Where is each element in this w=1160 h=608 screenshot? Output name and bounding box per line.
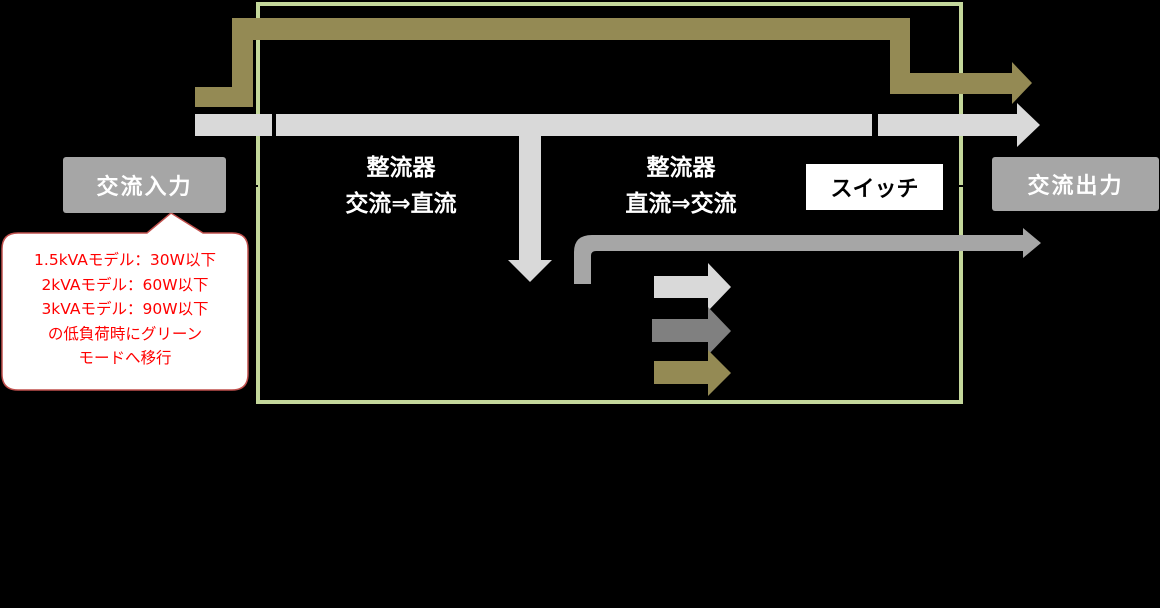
rectifier-label: 整流器 交流⇒直流	[308, 150, 494, 222]
callout-line: 3kVAモデル：90W以下	[41, 300, 209, 318]
main-path-input-segment	[195, 114, 272, 136]
main-path-rectifier-segment	[276, 114, 872, 136]
legend-arrow-battery	[652, 307, 731, 355]
main-path-output-arrow	[878, 103, 1040, 147]
rectifier-title: 整流器	[366, 155, 436, 181]
inverter-label: 整流器 直流⇒交流	[588, 150, 774, 222]
ac-output-label: 交流出力	[1027, 174, 1124, 199]
ac-output-box: 交流出力	[992, 157, 1159, 211]
ac-input-box: 交流入力	[63, 157, 226, 213]
legend-arrow-normal	[654, 263, 731, 311]
callout-line: 1.5kVAモデル：30W以下	[34, 251, 216, 269]
switch-box: スイッチ	[806, 164, 943, 210]
rectifier-subtitle: 交流⇒直流	[345, 191, 457, 217]
inverter-subtitle: 直流⇒交流	[625, 191, 737, 217]
battery-charge-arrow	[508, 136, 552, 282]
battery-discharge-arrow	[574, 228, 1041, 284]
ups-frame	[256, 2, 963, 404]
switch-label: スイッチ	[830, 177, 919, 202]
green-mode-callout: 1.5kVAモデル：30W以下 2kVAモデル：60W以下 3kVAモデル：90…	[0, 248, 250, 371]
callout-line: モードへ移行	[78, 349, 172, 367]
callout-bubble	[1, 212, 249, 391]
callout-line: 2kVAモデル：60W以下	[41, 275, 209, 294]
bypass-path-arrow	[195, 18, 1032, 107]
legend-arrow-bypass	[654, 350, 731, 396]
callout-line: の低負荷時にグリーン	[47, 324, 203, 343]
ac-input-label: 交流入力	[96, 175, 193, 200]
inverter-title: 整流器	[646, 155, 716, 181]
